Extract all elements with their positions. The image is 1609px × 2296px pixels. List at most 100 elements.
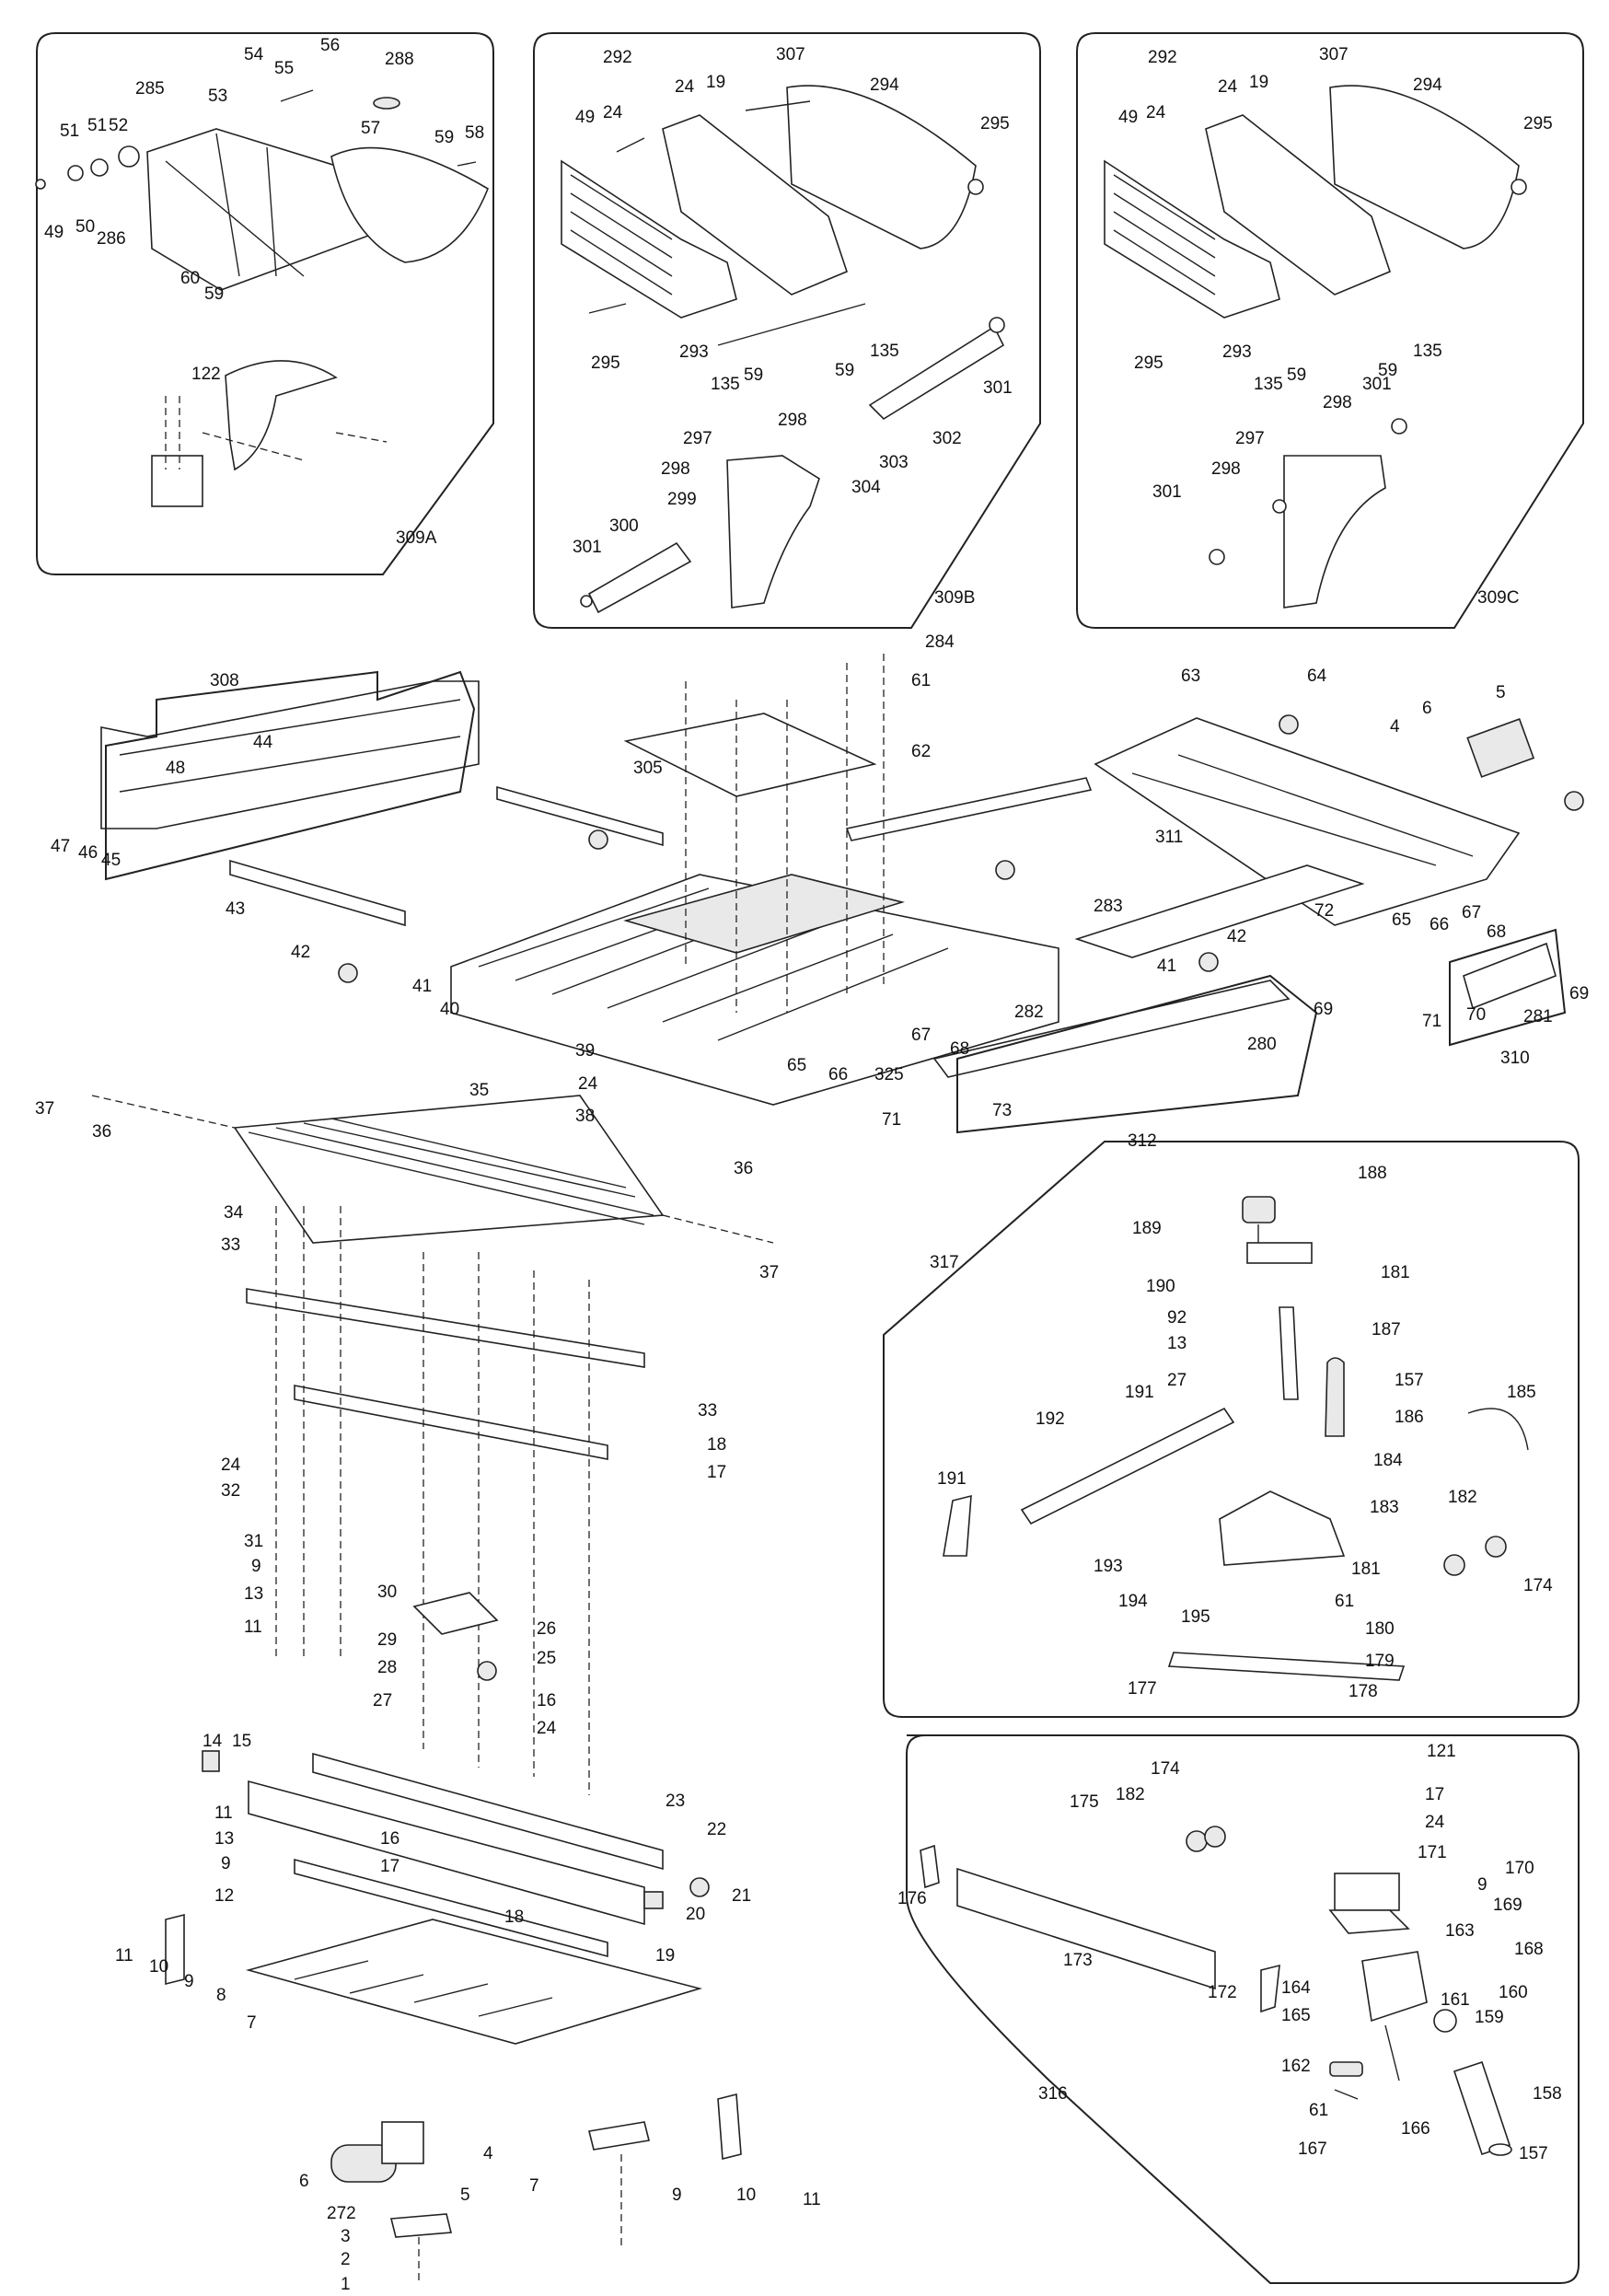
callout-9: 9 bbox=[1477, 1875, 1487, 1895]
callout-6: 6 bbox=[299, 2172, 309, 2191]
callout-36: 36 bbox=[92, 1122, 111, 1142]
callout-280: 280 bbox=[1247, 1035, 1277, 1054]
callout-179: 179 bbox=[1365, 1652, 1395, 1671]
callout-49: 49 bbox=[1118, 108, 1138, 127]
callout-172: 172 bbox=[1208, 1983, 1237, 2002]
callout-19: 19 bbox=[706, 73, 725, 92]
callout-9: 9 bbox=[251, 1557, 261, 1576]
callout-183: 183 bbox=[1370, 1498, 1399, 1517]
callout-60: 60 bbox=[180, 269, 200, 288]
callout-192: 192 bbox=[1036, 1409, 1065, 1429]
callout-19: 19 bbox=[1249, 73, 1268, 92]
callout-5: 5 bbox=[460, 2186, 470, 2205]
callout-69: 69 bbox=[1314, 1000, 1333, 1019]
callout-191: 191 bbox=[937, 1469, 967, 1489]
callout-294: 294 bbox=[1413, 75, 1442, 95]
callout-45: 45 bbox=[101, 851, 121, 870]
callout-68: 68 bbox=[950, 1039, 969, 1059]
callout-25: 25 bbox=[537, 1649, 556, 1668]
callout-17: 17 bbox=[707, 1463, 726, 1482]
callout-163: 163 bbox=[1445, 1921, 1475, 1941]
callout-173: 173 bbox=[1063, 1951, 1093, 1970]
callout-labels: 54 53 55 56 285 288 57 51 51 52 59 58 49… bbox=[35, 36, 1589, 2294]
callout-11: 11 bbox=[803, 2190, 821, 2209]
callout-135: 135 bbox=[870, 342, 899, 361]
callout-29: 29 bbox=[377, 1630, 397, 1650]
callout-176: 176 bbox=[897, 1889, 927, 1908]
callout-135: 135 bbox=[711, 375, 740, 394]
callout-293: 293 bbox=[1222, 342, 1252, 362]
callout-178: 178 bbox=[1349, 1682, 1378, 1701]
callout-15: 15 bbox=[232, 1732, 251, 1751]
stand-assembly bbox=[91, 1095, 774, 2283]
callout-167: 167 bbox=[1298, 2139, 1327, 2159]
callout-164: 164 bbox=[1281, 1978, 1311, 1998]
callout-24: 24 bbox=[221, 1455, 241, 1475]
callout-41: 41 bbox=[412, 977, 432, 996]
callout-285: 285 bbox=[135, 79, 165, 99]
callout-47: 47 bbox=[51, 837, 70, 856]
callout-193: 193 bbox=[1094, 1557, 1123, 1576]
callout-195: 195 bbox=[1181, 1607, 1210, 1627]
callout-301: 301 bbox=[983, 378, 1013, 398]
callout-157: 157 bbox=[1395, 1371, 1424, 1390]
callout-121: 121 bbox=[1427, 1742, 1456, 1761]
callout-292: 292 bbox=[1148, 48, 1177, 67]
callout-303: 303 bbox=[879, 453, 909, 472]
callout-46: 46 bbox=[78, 843, 98, 863]
callout-295: 295 bbox=[591, 354, 620, 373]
callout-49: 49 bbox=[44, 223, 64, 242]
callout-22: 22 bbox=[707, 1820, 726, 1839]
callout-305: 305 bbox=[633, 759, 663, 778]
callout-31: 31 bbox=[244, 1532, 263, 1551]
callout-27: 27 bbox=[373, 1691, 392, 1710]
callout-191: 191 bbox=[1125, 1383, 1154, 1402]
callout-1: 1 bbox=[341, 2275, 351, 2294]
callout-162: 162 bbox=[1281, 2057, 1311, 2076]
callout-157: 157 bbox=[1519, 2144, 1548, 2163]
callout-6: 6 bbox=[1422, 699, 1432, 718]
callout-24: 24 bbox=[1146, 103, 1166, 122]
callout-282: 282 bbox=[1014, 1003, 1044, 1022]
callout-71: 71 bbox=[882, 1110, 901, 1130]
callout-35: 35 bbox=[469, 1081, 489, 1100]
callout-18: 18 bbox=[504, 1908, 524, 1927]
panel-316 bbox=[906, 1734, 1580, 2284]
callout-160: 160 bbox=[1499, 1983, 1528, 2002]
callout-309b: 309B bbox=[934, 588, 975, 608]
callout-59: 59 bbox=[434, 128, 454, 147]
callout-135: 135 bbox=[1254, 375, 1283, 394]
callout-317: 317 bbox=[930, 1253, 959, 1272]
callout-61: 61 bbox=[911, 671, 931, 690]
callout-70: 70 bbox=[1466, 1005, 1486, 1025]
callout-122: 122 bbox=[191, 365, 221, 384]
callout-24: 24 bbox=[1218, 77, 1238, 97]
callout-16: 16 bbox=[380, 1829, 399, 1849]
callout-298: 298 bbox=[1323, 393, 1352, 412]
callout-283: 283 bbox=[1094, 897, 1123, 916]
callout-159: 159 bbox=[1475, 2008, 1504, 2027]
callout-298: 298 bbox=[778, 411, 807, 430]
callout-27: 27 bbox=[1167, 1371, 1186, 1390]
callout-69: 69 bbox=[1569, 984, 1589, 1003]
callout-20: 20 bbox=[686, 1905, 705, 1924]
callout-168: 168 bbox=[1514, 1940, 1544, 1959]
callout-188: 188 bbox=[1358, 1164, 1387, 1183]
callout-73: 73 bbox=[992, 1101, 1012, 1120]
panel-317 bbox=[883, 1141, 1580, 1718]
callout-41: 41 bbox=[1157, 957, 1176, 976]
callout-68: 68 bbox=[1487, 922, 1506, 942]
callout-184: 184 bbox=[1373, 1451, 1403, 1470]
callout-59: 59 bbox=[1287, 365, 1306, 385]
callout-65: 65 bbox=[1392, 910, 1411, 930]
callout-55: 55 bbox=[274, 59, 294, 78]
callout-300: 300 bbox=[609, 516, 639, 536]
callout-297: 297 bbox=[1235, 429, 1265, 448]
callout-23: 23 bbox=[666, 1792, 685, 1811]
callout-316: 316 bbox=[1038, 2084, 1068, 2104]
callout-174: 174 bbox=[1523, 1576, 1553, 1595]
callout-65: 65 bbox=[787, 1056, 806, 1075]
callout-293: 293 bbox=[679, 342, 709, 362]
callout-13: 13 bbox=[214, 1829, 234, 1849]
